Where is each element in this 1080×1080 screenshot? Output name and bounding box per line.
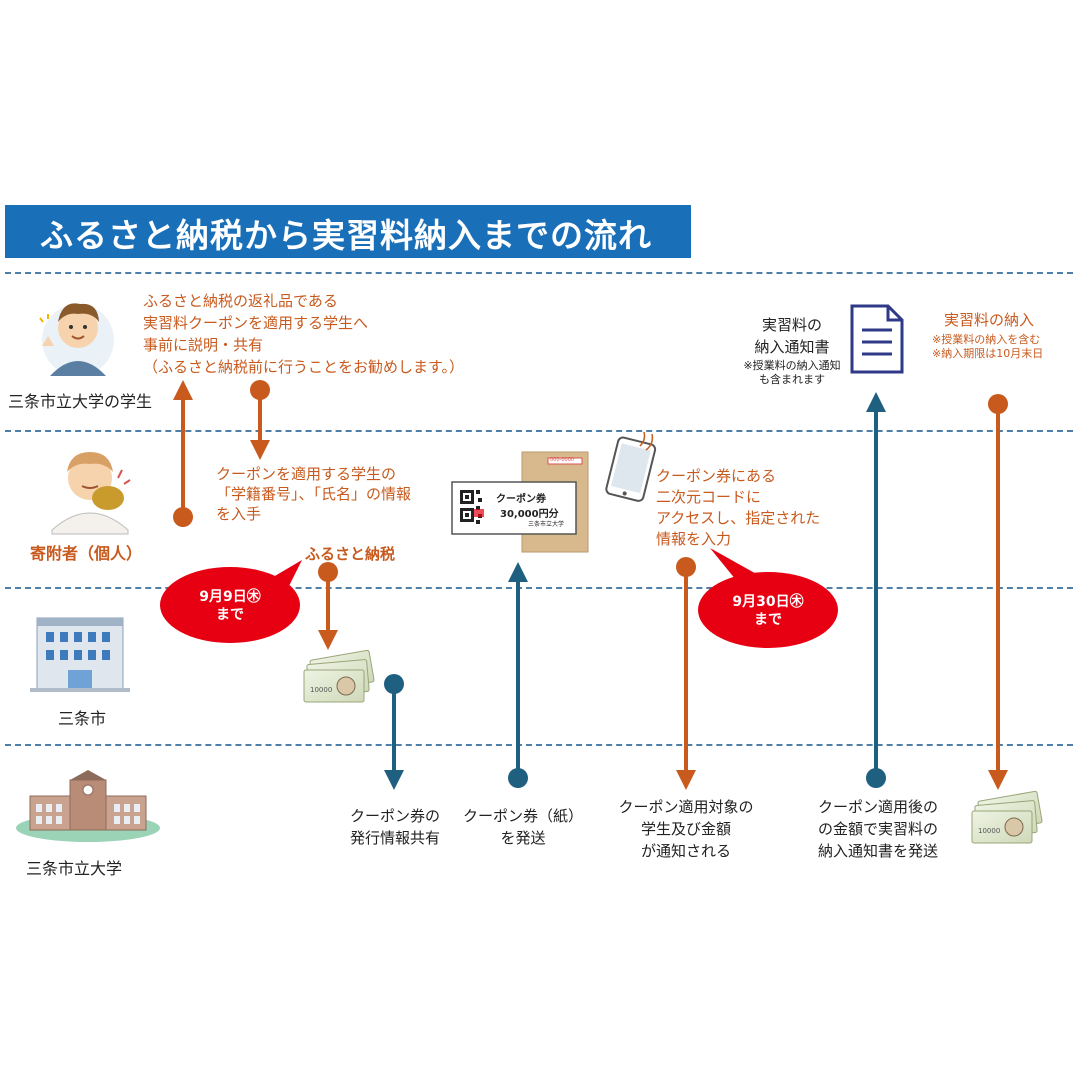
arrow-donor-to-university <box>676 557 696 790</box>
coupon-card <box>451 481 577 535</box>
lane-divider <box>5 587 1073 589</box>
signal-icon <box>639 431 654 451</box>
deadline-bubble-1 <box>160 560 302 643</box>
step-send-invoice-text: クーポン適用後の の金額で実習料の 納入通知書を発送 <box>817 798 938 860</box>
deadline-bubble-2 <box>698 548 838 648</box>
student-avatar-icon <box>39 303 114 376</box>
envelope-code: 000-0000 <box>550 457 575 463</box>
university-building-icon <box>16 770 160 842</box>
actor-university-label: 三条市立大学 <box>26 859 123 878</box>
arrow-donor-to-student <box>173 380 193 527</box>
title-bar <box>5 205 691 258</box>
money-bills-icon: 10000 <box>303 649 375 703</box>
step-explain-text: ふるさと納税の返礼品である 実習料クーポンを適用する学生へ 事前に説明・共有 （… <box>143 292 465 376</box>
arrow-donor-to-city <box>318 562 338 650</box>
step-coupon-send-text: クーポン券（紙） を発送 <box>462 807 583 847</box>
svg-text:10000: 10000 <box>978 827 1000 835</box>
document-icon <box>850 304 904 374</box>
deadline-1-text: 9月9日㊍ まで <box>199 589 261 623</box>
lane-divider <box>5 744 1073 746</box>
step-payment-notes: ※授業料の納入を含む ※納入期限は10月末日 <box>932 333 1044 360</box>
arrow-city-to-university <box>384 674 404 790</box>
step-notified-text: クーポン適用対象の 学生及び金額 が通知される <box>618 798 754 860</box>
coupon-title: クーポン券 <box>496 494 546 505</box>
deadline-2-text: 9月30日㊍ まで <box>732 594 804 628</box>
invoice-document-label: 実習料の 納入通知書 <box>754 316 830 356</box>
arrow-university-to-student <box>866 392 886 788</box>
arrow-student-to-donor <box>250 380 270 460</box>
coupon-issuer: 三条市立大学 <box>528 521 565 528</box>
step-access-qr-text: クーポン券にある 二次元コードに アクセスし、指定された 情報を入力 <box>656 467 821 548</box>
invoice-document-note: ※授業料の納入通知 も含まれます <box>743 359 841 386</box>
step-payment-label: 実習料の納入 <box>944 311 1035 329</box>
svg-text:10000: 10000 <box>310 686 332 694</box>
lane-divider <box>5 430 1073 432</box>
actor-city-label: 三条市 <box>58 709 107 728</box>
actor-student-label: 三条市立大学の学生 <box>8 392 153 411</box>
step-coupon-info-share-text: クーポン券の 発行情報共有 <box>349 807 440 847</box>
donor-avatar-icon <box>51 452 131 535</box>
city-hall-icon <box>30 617 130 692</box>
lane-divider <box>5 272 1073 274</box>
step-furusato-label: ふるさと納税 <box>305 545 396 563</box>
money-bills-icon: 10000 <box>971 790 1043 844</box>
arrow-university-to-donor <box>508 562 528 788</box>
step-obtain-text: クーポンを適用する学生の 「学籍番号」、「氏名」の情報 を入手 <box>216 465 412 523</box>
smartphone-icon <box>605 436 657 502</box>
arrow-student-to-university <box>988 394 1008 790</box>
page-title: ふるさと納税から実習料納入までの流れ <box>40 216 652 255</box>
actor-donor-label: 寄附者（個人） <box>30 544 143 563</box>
coupon-amount: 30,000円分 <box>500 509 559 520</box>
